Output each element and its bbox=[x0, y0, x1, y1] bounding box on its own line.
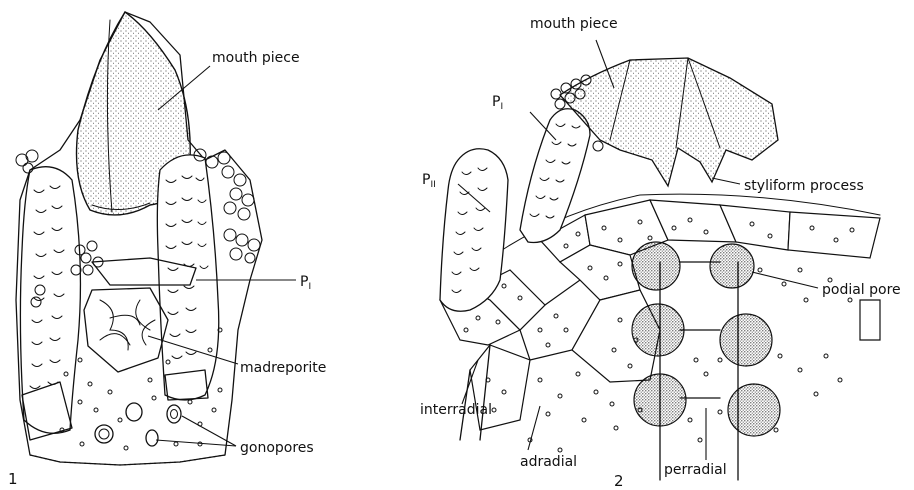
fig2-label-adradial: adradial bbox=[520, 454, 577, 470]
fig2-label-p2: PII bbox=[422, 172, 436, 190]
fig2-label-podial-pore: podial pore bbox=[822, 282, 901, 298]
fig1-label-mouth-piece: mouth piece bbox=[212, 50, 300, 66]
figure-2-drawing bbox=[440, 40, 880, 480]
fig1-label-madreporite: madreporite bbox=[240, 360, 326, 376]
fig2-label-styliform-process: styliform process bbox=[744, 178, 864, 194]
fig1-label-gonopores: gonopores bbox=[240, 440, 314, 456]
fig1-gonopores-group bbox=[95, 403, 181, 446]
fig2-adradial-leader bbox=[528, 406, 540, 450]
fig1-label-p1: PI bbox=[300, 274, 311, 292]
figure-1-drawing bbox=[16, 12, 296, 465]
fig1-gonopore-leader-b bbox=[156, 440, 236, 446]
fig2-label-p1: PI bbox=[492, 94, 503, 112]
fig1-madreporite bbox=[84, 288, 168, 372]
fig1-lower-edge bbox=[30, 455, 225, 465]
fig2-label-perradial: perradial bbox=[664, 462, 727, 478]
fig1-number: 1 bbox=[8, 470, 18, 488]
fig2-label-interradial: interradial bbox=[420, 402, 492, 418]
fig2-number: 2 bbox=[614, 472, 624, 490]
fig2-mouth-piece bbox=[560, 58, 778, 186]
fig2-perradial-lines bbox=[660, 262, 738, 480]
fig2-label-mouth-piece: mouth piece bbox=[530, 16, 618, 32]
fig2-styliform-leader bbox=[712, 178, 740, 184]
fig1-left-podium bbox=[20, 167, 80, 434]
